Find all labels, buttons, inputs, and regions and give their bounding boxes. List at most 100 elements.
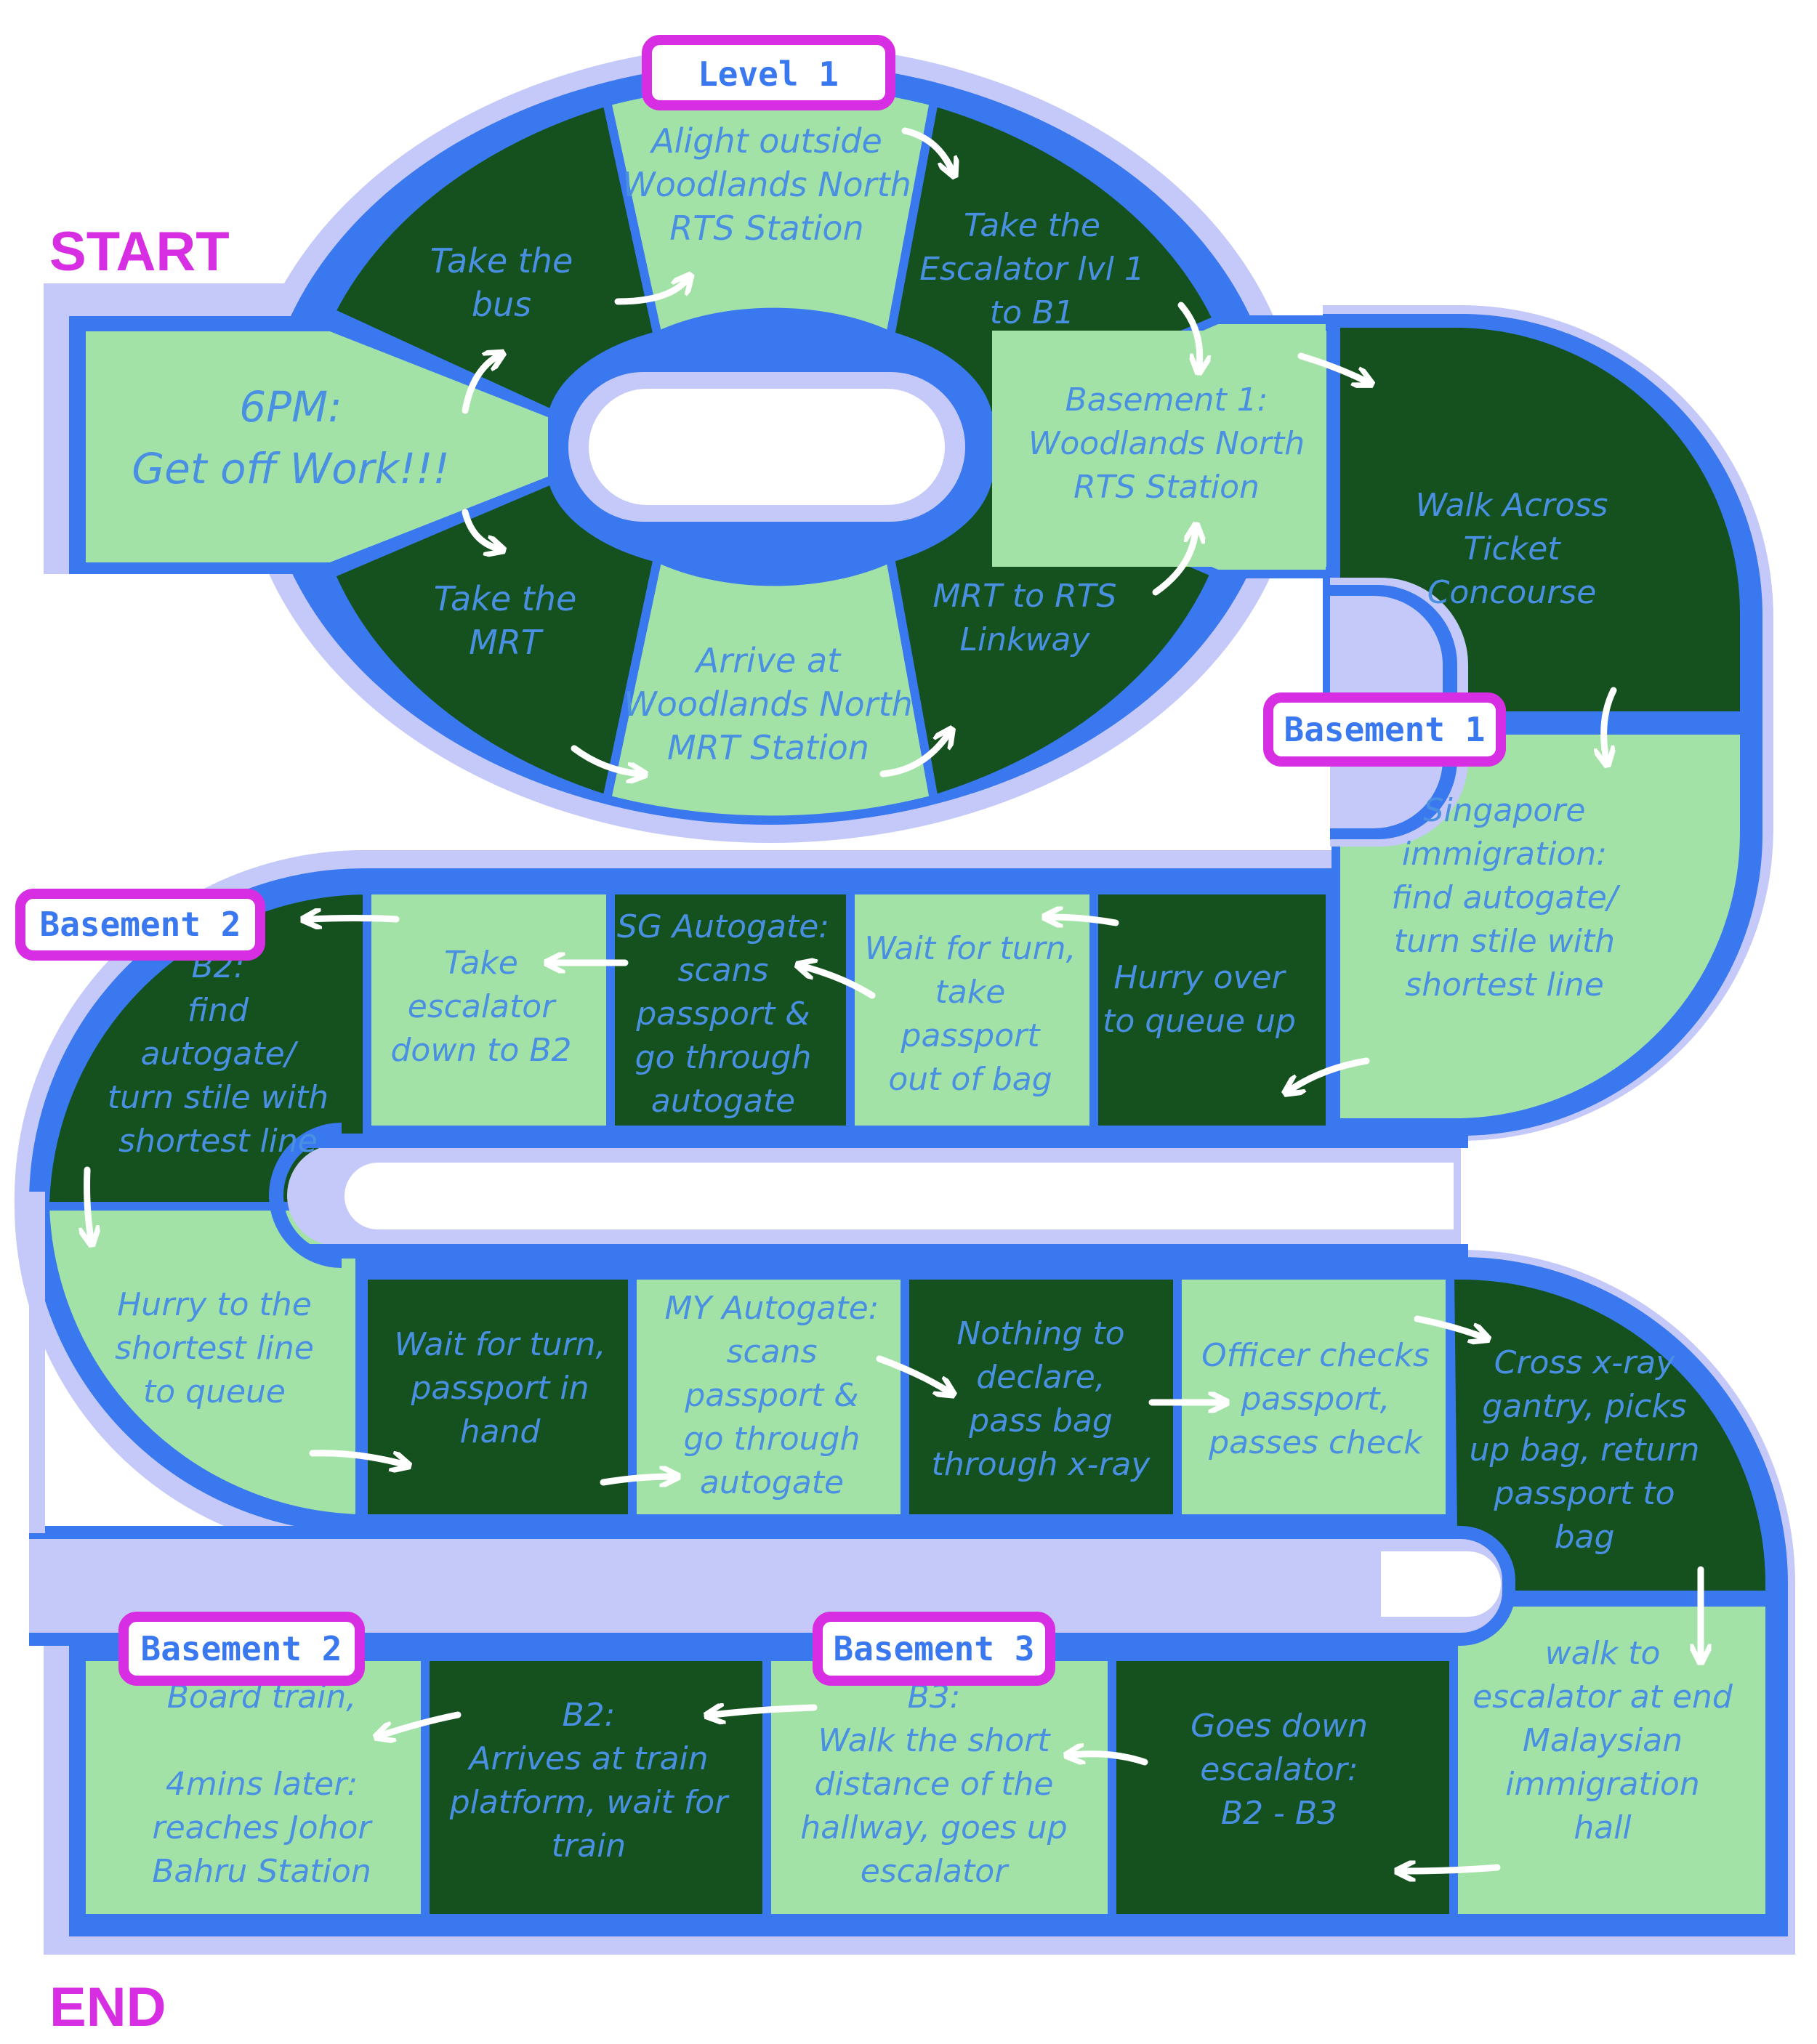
tile-line: walk to xyxy=(1545,1635,1661,1672)
tile-line: turn stile with xyxy=(1394,923,1615,960)
arrow-start-to-mrt xyxy=(462,509,498,549)
arrow-wait-to-sg xyxy=(803,966,876,999)
tile-line: Wait for turn, xyxy=(864,930,1076,967)
tile-line: to queue xyxy=(143,1373,286,1410)
label-basement2-top: Basement 2 xyxy=(40,905,241,944)
tile-line: Wait for turn, xyxy=(394,1326,605,1363)
tile-board-train xyxy=(77,1652,430,1923)
tile-hurry-shortest xyxy=(40,1202,364,1524)
tile-line: Get off Work!!! xyxy=(132,444,450,493)
tile-line: Bahru Station xyxy=(152,1853,371,1890)
tile-line: reaches Johor xyxy=(153,1809,374,1846)
tile-line: Walk the short xyxy=(818,1722,1051,1759)
start-label: START xyxy=(49,221,230,283)
tile-line: hall xyxy=(1574,1809,1632,1846)
tile-line: turn stile with xyxy=(108,1079,329,1116)
tile-line: Concourse xyxy=(1427,574,1597,611)
tile-line: MRT xyxy=(469,623,544,662)
label-box-basement1 xyxy=(1263,692,1506,767)
arrow-mrt-to-arrive xyxy=(571,745,640,774)
tile-wait-take-passport xyxy=(846,886,1098,1134)
arrow-walk-to-goes-down xyxy=(1403,1867,1501,1871)
arrow-escalator-to-b2 xyxy=(309,918,400,920)
tile-line: platform, wait for xyxy=(449,1784,730,1821)
arrow-bus-to-alight xyxy=(614,280,687,305)
tile-line: passport, xyxy=(1241,1381,1390,1418)
tile-line: scans xyxy=(678,952,769,989)
label-basement2-bottom: Basement 2 xyxy=(141,1629,342,1668)
label-level1: Level 1 xyxy=(698,54,839,94)
tile-line: Take the xyxy=(430,241,573,280)
tile-line: find autogate/ xyxy=(1391,879,1620,916)
arrow-wait-to-my xyxy=(600,1477,672,1482)
tile-line: Take the xyxy=(434,579,577,618)
tile-line: Officer checks xyxy=(1201,1337,1430,1374)
tile-line: Woodlands North xyxy=(1028,425,1305,462)
end-label: END xyxy=(49,1976,166,2038)
label-box-basement2-bottom xyxy=(118,1612,365,1686)
tile-line: hand xyxy=(460,1413,541,1450)
tile-line: escalator: xyxy=(1200,1751,1358,1788)
label-box-level1 xyxy=(642,35,895,110)
tile-line: immigration xyxy=(1505,1766,1699,1803)
tile-line: train xyxy=(552,1827,626,1865)
tile-line: MRT Station xyxy=(667,728,869,767)
row-2 xyxy=(363,886,1334,1134)
tile-line: declare, xyxy=(976,1359,1105,1396)
level-labels: Level 1 Basement 1 Basement 2 Basement 3… xyxy=(15,35,1506,1686)
arrow-concourse-to-immigration xyxy=(1604,687,1613,759)
tile-text-t01: 6PM:Get off Work!!! xyxy=(132,382,450,493)
tile-line: B2: xyxy=(562,1697,615,1734)
label-box-basement2-top xyxy=(15,889,265,961)
tile-line: bus xyxy=(472,285,531,324)
arrow-alight-to-escalator xyxy=(901,127,952,171)
tile-arrive-mrt xyxy=(601,552,939,825)
tile-line: down to B2 xyxy=(390,1032,571,1069)
tile-line: pass bag xyxy=(968,1402,1113,1439)
arrow-hurry-to-wait-hand xyxy=(309,1450,403,1464)
tile-line: Woodlands North xyxy=(622,165,911,204)
tile-line: Hurry over xyxy=(1113,959,1286,996)
tile-line: 4mins later: xyxy=(166,1766,358,1803)
tile-line: Take the xyxy=(964,207,1100,244)
arrow-immigration-to-hurry xyxy=(1290,1057,1370,1090)
tile-line: Linkway xyxy=(959,621,1090,658)
tile-line: bag xyxy=(1555,1519,1615,1556)
tile-line: RTS Station xyxy=(669,209,863,248)
tile-line: escalator at end xyxy=(1472,1679,1733,1716)
tile-line: distance of the xyxy=(814,1766,1053,1803)
tile-line: shortest line xyxy=(1405,966,1604,1003)
tile-line: passport to xyxy=(1493,1475,1675,1512)
arrow-goes-down-to-b3 xyxy=(1072,1754,1148,1762)
tile-take-mrt xyxy=(325,473,664,805)
tile-line: hallway, goes up xyxy=(800,1809,1068,1846)
arrow-b2-to-board xyxy=(382,1711,462,1735)
flow-arrows xyxy=(87,127,1701,1871)
top-ring xyxy=(77,76,1334,825)
tile-line: find xyxy=(188,992,249,1029)
tile-line: passport & xyxy=(684,1377,858,1414)
tile-line: Cross x-ray xyxy=(1494,1344,1676,1381)
tile-line: escalator xyxy=(408,988,557,1025)
tile-line: passport in xyxy=(410,1370,589,1407)
tile-line: Goes down xyxy=(1190,1708,1368,1745)
tile-line: Malaysian xyxy=(1523,1722,1683,1759)
label-box-basement3 xyxy=(813,1612,1055,1686)
tile-line: MY Autogate: xyxy=(664,1290,879,1327)
tile-line: RTS Station xyxy=(1073,469,1260,506)
tile-line: Escalator lvl 1 xyxy=(919,251,1145,288)
tile-text-t02: Take the bus xyxy=(430,241,573,324)
tile-line: Arrives at train xyxy=(467,1740,708,1777)
tile-line: shortest line xyxy=(118,1123,318,1160)
arrow-b1-to-concourse xyxy=(1297,352,1366,381)
